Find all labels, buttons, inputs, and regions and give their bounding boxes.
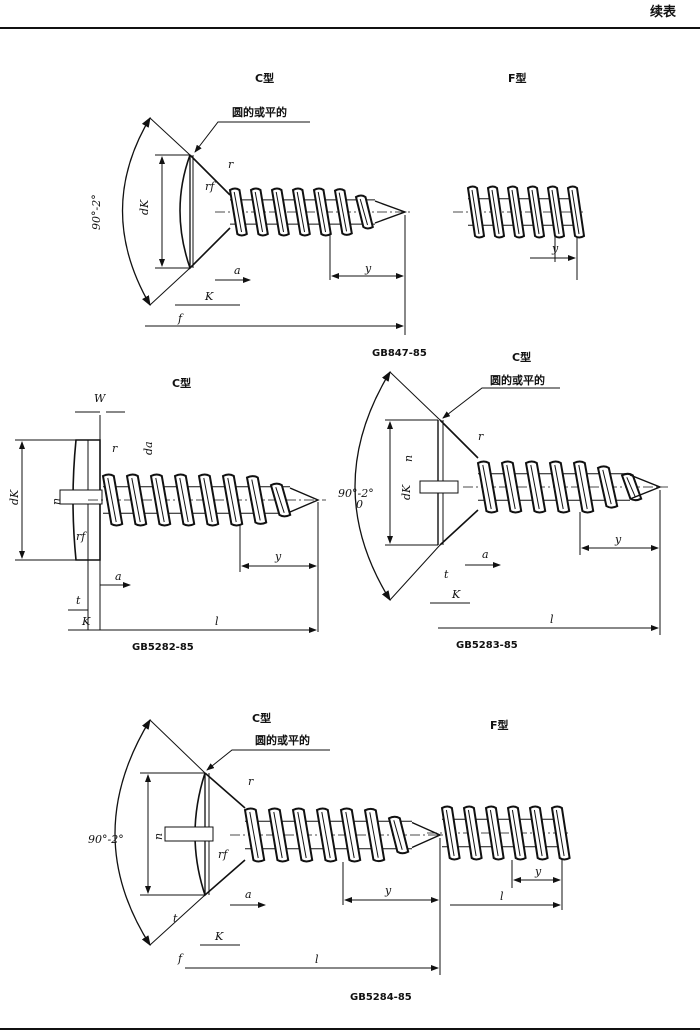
dim-r: r — [478, 430, 484, 443]
dim-l: l — [215, 615, 219, 628]
dim-k: K — [451, 588, 461, 601]
dim-l: l — [315, 953, 319, 966]
round-or-flat-note: 圆的或平的 — [255, 733, 310, 747]
dim-y: y — [274, 550, 282, 563]
dim-rf: rf — [76, 530, 87, 543]
dim-dk: dK — [8, 489, 21, 505]
dim-n: n — [50, 498, 63, 505]
dim-da: da — [142, 441, 155, 455]
type-f-title: F型 — [508, 71, 527, 85]
dim-rf: rf — [218, 848, 229, 861]
standard-code: GB847-85 — [372, 348, 427, 359]
dim-y: y — [614, 533, 622, 546]
dim-y-f: y — [534, 865, 542, 878]
dim-rf: rf — [205, 180, 216, 193]
dim-r: r — [228, 158, 234, 171]
dim-angle: 90°-2° — [90, 194, 103, 230]
dim-k: K — [204, 290, 214, 303]
figure-gb5283: C型 圆的或平的 dK n 90°-2° 0 r y a t K l GB528… — [338, 350, 668, 651]
thread-body — [215, 187, 413, 237]
dim-t: t — [76, 594, 81, 607]
dim-a: a — [245, 888, 252, 901]
dim-f: f — [177, 952, 184, 965]
thread-body — [427, 805, 571, 861]
figure-gb5282: C型 W dK n r da rf y a t K l GB5282-85 — [8, 376, 326, 653]
dim-n: n — [402, 455, 415, 462]
type-c-title: C型 — [512, 350, 531, 364]
dim-angle: 90°-2° — [338, 487, 374, 500]
type-c-title: C型 — [252, 711, 271, 725]
dim-a: a — [482, 548, 489, 561]
round-or-flat-note: 圆的或平的 — [232, 105, 287, 119]
dim-angle: 90°-2° — [88, 833, 124, 846]
dim-y-f: y — [551, 242, 559, 255]
standard-code: GB5282-85 — [132, 642, 194, 653]
dim-r: r — [248, 775, 254, 788]
dim-w: W — [94, 392, 107, 405]
thread-body — [463, 460, 668, 514]
dim-angle-tol: 0 — [356, 498, 363, 511]
dim-t: t — [173, 912, 178, 925]
dim-l: l — [550, 613, 554, 626]
dim-y: y — [384, 884, 392, 897]
dim-r: r — [112, 442, 118, 455]
thread-body — [88, 473, 326, 527]
figure-gb847: C型 F型 圆的或平的 dK 90°-2° r rf y a K f GB847… — [90, 71, 586, 359]
dim-a: a — [115, 570, 122, 583]
type-c-title: C型 — [172, 376, 191, 390]
header-title: 续表 — [650, 4, 677, 20]
dim-f: f — [177, 312, 184, 325]
dim-a: a — [234, 264, 241, 277]
dim-k: K — [81, 615, 91, 628]
thread-body — [230, 807, 448, 863]
dim-n: n — [152, 833, 165, 840]
round-or-flat-note: 圆的或平的 — [490, 373, 545, 387]
dim-l-f: l — [500, 890, 504, 903]
standard-code: GB5283-85 — [456, 640, 518, 651]
dim-t: t — [444, 568, 449, 581]
thread-body — [453, 185, 586, 239]
dim-y: y — [364, 262, 372, 275]
dim-dk: dK — [400, 484, 413, 500]
dim-dk: dK — [138, 199, 151, 215]
figure-gb5284: C型 F型 圆的或平的 n 90°-2° r rf y a t K f l GB… — [88, 711, 571, 1003]
dim-k: K — [214, 930, 224, 943]
type-f-title: F型 — [490, 718, 509, 732]
type-c-title: C型 — [255, 71, 274, 85]
standard-code: GB5284-85 — [350, 992, 412, 1003]
